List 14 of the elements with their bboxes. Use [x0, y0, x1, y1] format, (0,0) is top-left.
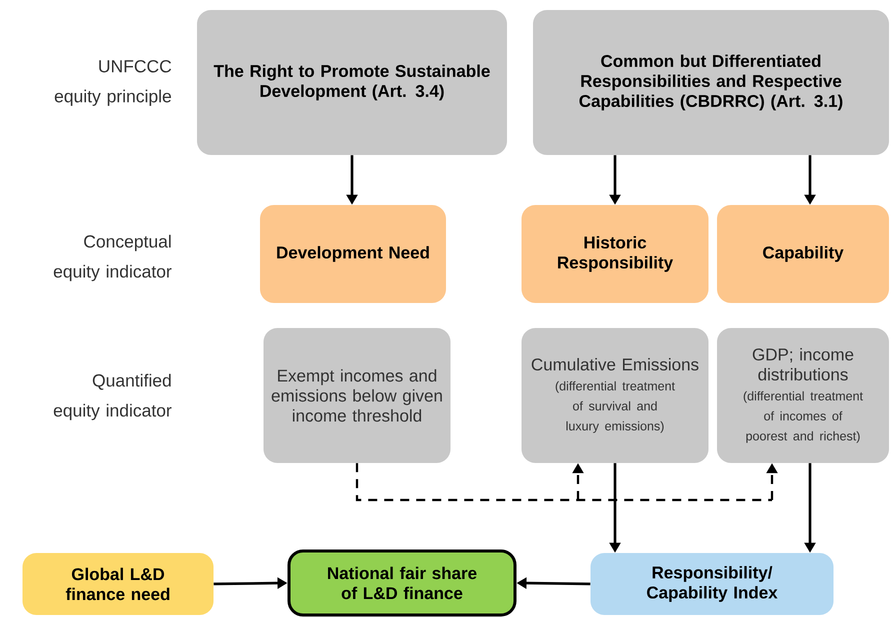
result-box: National fair share of L&D finance [288, 549, 516, 616]
indicator-box: Development Need [260, 204, 446, 303]
indicator-box: Capability [717, 204, 889, 303]
indicator-box: Historic Responsibility [522, 204, 708, 303]
principle-box: The Right to Promote Sustainable Development (Art. 3.4) [197, 10, 507, 155]
principle-box: Common but Differentiated Responsibilities and Respective Capabilities (CBDRRC) (Art. 3.1) [533, 10, 889, 155]
row-label: Conceptual equity indicator [54, 234, 172, 282]
index-box: Responsibility/ Capability Index [590, 552, 834, 615]
metric-box: Cumulative Emissions (differential treatment of survival and luxury emissions) [522, 328, 708, 463]
row-label: Quantified equity indicator [54, 374, 172, 420]
row-label: UNFCCC equity principle [54, 60, 172, 106]
metric-box: GDP; income distributions (differential treatment of incomes of poorest and richest) [717, 328, 889, 463]
input-box: Global L&D finance need [22, 552, 214, 615]
metric-box: Exempt incomes and emissions below given income threshold [264, 328, 450, 463]
